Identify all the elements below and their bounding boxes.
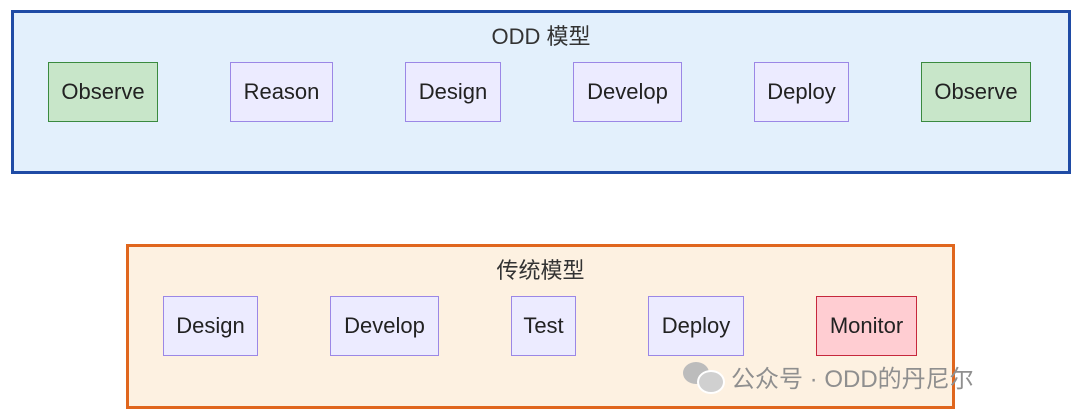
watermark: 公众号 · ODD的丹尼尔 (683, 360, 974, 394)
trad-node-test: Test (511, 296, 576, 356)
trad-node-design: Design (163, 296, 258, 356)
trad-node-monitor: Monitor (816, 296, 917, 356)
odd-node-observe-start: Observe (48, 62, 158, 122)
traditional-model-title: 传统模型 (496, 258, 585, 283)
odd-node-design: Design (405, 62, 501, 122)
trad-node-develop: Develop (330, 296, 439, 356)
wechat-icon (683, 360, 725, 394)
watermark-text: 公众号 · ODD的丹尼尔 (731, 365, 974, 393)
odd-model-group: ODD 模型 (11, 10, 1071, 174)
odd-node-reason: Reason (230, 62, 333, 122)
odd-node-develop: Develop (573, 62, 682, 122)
odd-node-observe-end: Observe (921, 62, 1031, 122)
trad-node-deploy: Deploy (648, 296, 744, 356)
odd-model-title: ODD 模型 (491, 24, 591, 49)
odd-node-deploy: Deploy (754, 62, 849, 122)
